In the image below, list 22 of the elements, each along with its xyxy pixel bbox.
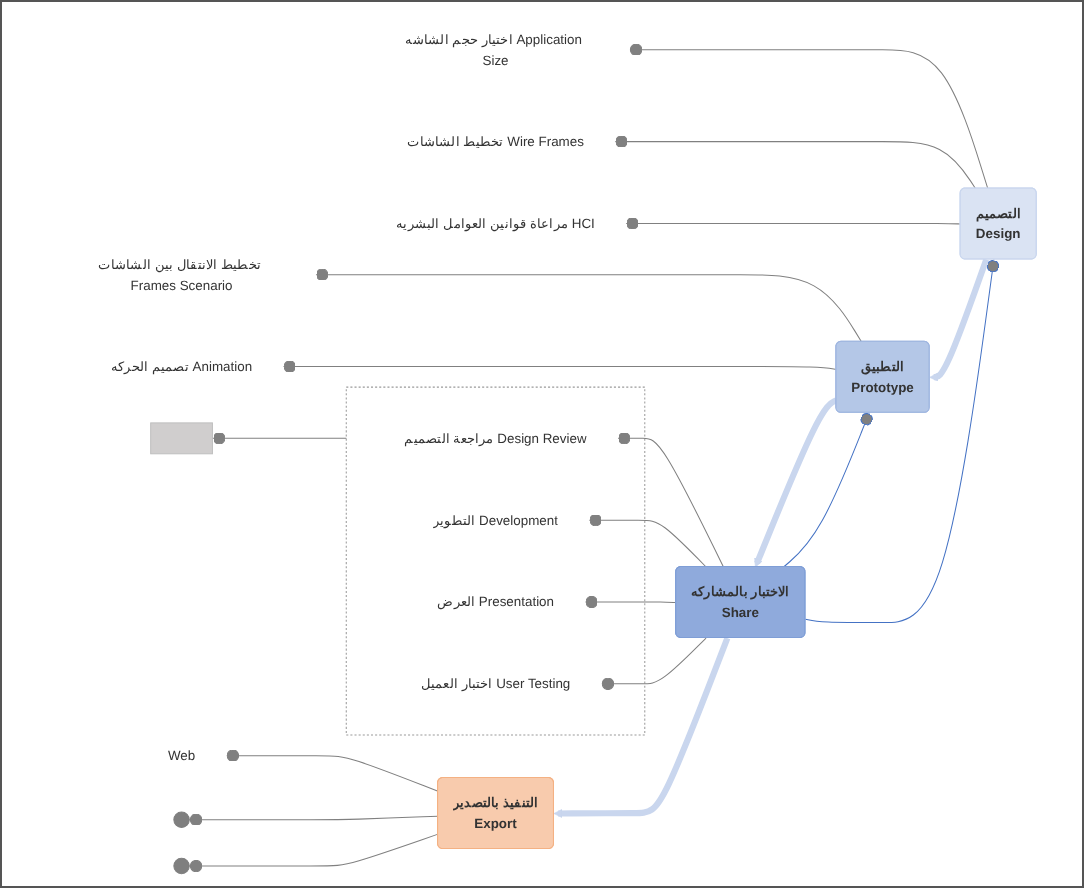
connector [225, 749, 439, 792]
connector [188, 813, 439, 826]
arrow [553, 636, 731, 819]
connector [783, 412, 873, 568]
connector [314, 268, 862, 343]
cluster [345, 386, 646, 736]
connector [616, 432, 724, 568]
connector [211, 432, 347, 445]
connector [188, 833, 439, 873]
arrow [929, 258, 990, 382]
connector [588, 513, 707, 568]
arrow [754, 397, 838, 568]
connector [584, 595, 677, 609]
connector [805, 258, 1000, 624]
node-box [150, 422, 213, 455]
connector [628, 43, 989, 189]
connector [282, 360, 837, 373]
connector [625, 217, 962, 230]
node-circle [173, 857, 190, 875]
node-circle [173, 811, 190, 828]
connector [614, 135, 976, 189]
connector [600, 637, 707, 691]
